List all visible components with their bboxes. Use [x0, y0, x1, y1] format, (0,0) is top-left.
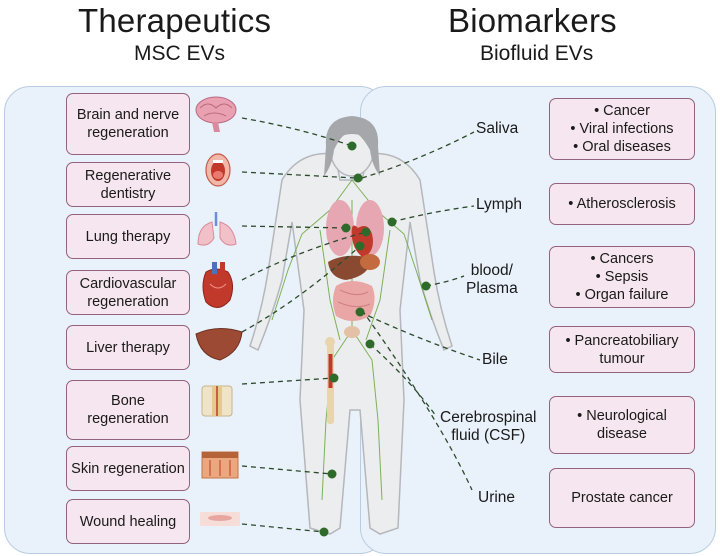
therapy-box-skin: Skin regeneration: [66, 446, 190, 491]
biomarker-item: • Cancer: [594, 103, 650, 119]
biomarkers-subtitle: Biofluid EVs: [480, 42, 594, 65]
connector-dot: [387, 217, 397, 227]
therapy-box-wound: Wound healing: [66, 499, 190, 544]
biomarker-box-urine: Prostate cancer: [549, 468, 695, 528]
liver-icon: [195, 328, 243, 361]
biomarker-item: • Cancers: [590, 251, 654, 267]
biomarker-item: • Atherosclerosis: [568, 196, 676, 212]
biomarkers-title: Biomarkers: [448, 2, 617, 39]
therapy-box-bone: Bone regeneration: [66, 380, 190, 440]
body-figure: [249, 116, 453, 535]
biofluid-saliva: Saliva: [476, 120, 519, 137]
connector-dot: [319, 527, 329, 537]
biomarker-box-saliva: • Cancer • Viral infections • Oral disea…: [549, 98, 695, 160]
therapy-box-lung: Lung therapy: [66, 214, 190, 259]
mouth-icon: [205, 153, 231, 187]
connector-dot: [365, 339, 375, 349]
connector-dot: [353, 173, 363, 183]
connector-dot: [355, 307, 365, 317]
biomarker-item: • Neurological: [577, 408, 667, 424]
connector-dot: [421, 281, 431, 291]
connector-dot: [355, 241, 365, 251]
biofluid-bile: Bile: [482, 351, 508, 368]
therapeutics-title: Therapeutics: [78, 2, 272, 39]
connector-dot: [361, 227, 371, 237]
biofluid-urine: Urine: [478, 489, 516, 506]
biomarker-item: • Organ failure: [575, 287, 669, 303]
biomarker-item: Prostate cancer: [571, 490, 673, 506]
therapy-box-cardio: Cardiovascular regeneration: [66, 270, 190, 315]
biomarker-item: disease: [597, 426, 647, 442]
biofluid-blood-plasma: blood/ Plasma: [466, 262, 518, 297]
biofluid-csf: Cerebrospinal fluid (CSF): [440, 409, 537, 444]
lungs-icon: [197, 212, 237, 246]
connector-dot: [327, 469, 337, 479]
heart-icon: [202, 262, 234, 308]
therapy-box-brain: Brain and nerve regeneration: [66, 93, 190, 155]
biomarker-item: • Oral diseases: [573, 139, 671, 155]
connector-dots: [319, 141, 431, 537]
skin-icon: [201, 451, 239, 479]
biomarker-box-bile: • Pancreatobiliary tumour: [549, 326, 695, 373]
connector-dot: [347, 141, 357, 151]
biomarker-box-csf: • Neurological disease: [549, 396, 695, 454]
brain-icon: [195, 96, 237, 132]
biomarker-item: • Pancreatobiliary: [565, 332, 679, 349]
biomarker-item: • Sepsis: [595, 269, 649, 285]
therapy-box-liver: Liver therapy: [66, 325, 190, 370]
therapy-box-dentistry: Regenerative dentistry: [66, 162, 190, 207]
biomarker-item: tumour: [599, 350, 645, 367]
connector-dot: [329, 373, 339, 383]
connector-dot: [341, 223, 351, 233]
wound-icon: [200, 512, 240, 526]
biomarker-item: • Viral infections: [570, 121, 674, 137]
biofluid-lymph: Lymph: [476, 196, 522, 213]
therapeutics-subtitle: MSC EVs: [134, 42, 226, 65]
biomarker-box-blood: • Cancers • Sepsis • Organ failure: [549, 246, 695, 308]
biomarker-box-lymph: • Atherosclerosis: [549, 183, 695, 225]
bone-icon: [201, 385, 233, 417]
